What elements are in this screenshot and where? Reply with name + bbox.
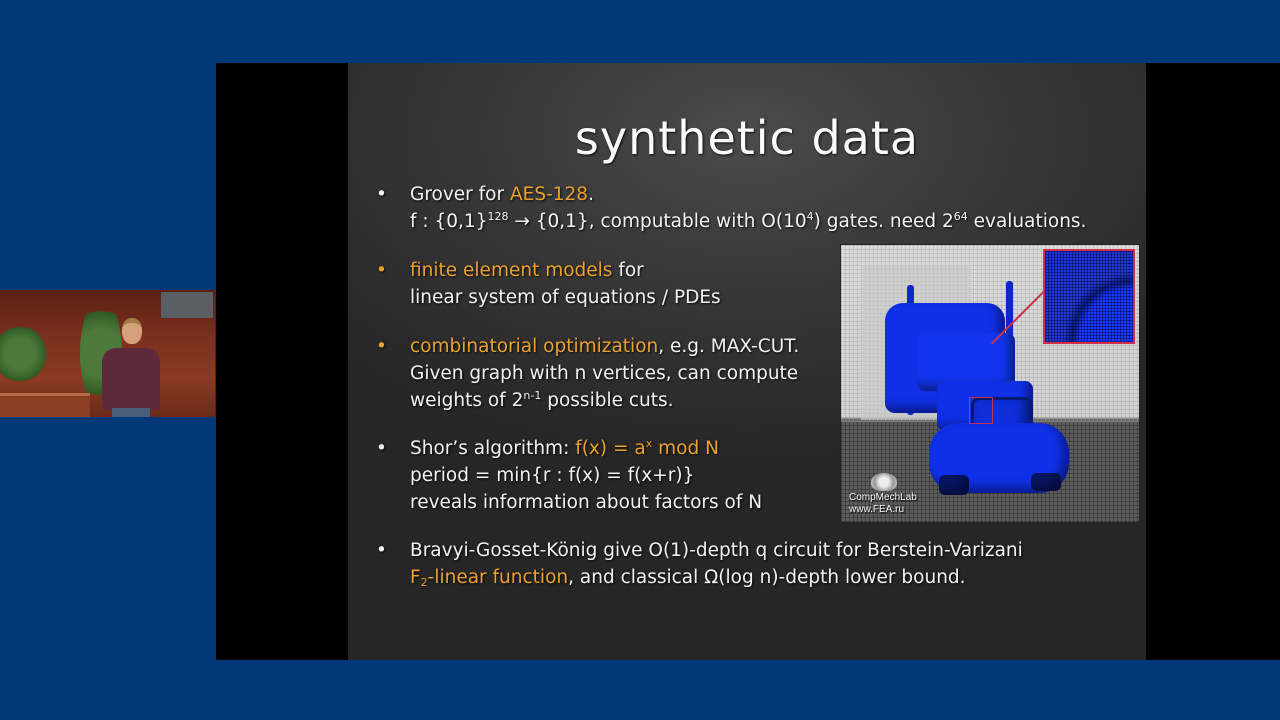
fea-watermark: CompMechLab www.FEA.ru xyxy=(849,473,917,516)
highlight-text: F2-linear function xyxy=(410,567,569,589)
bullet-line: Grover for AES-128. xyxy=(410,184,594,205)
highlight-text: AES-128 xyxy=(510,184,589,205)
bullet-line: Bravyi-Gosset-König give O(1)-depth q ci… xyxy=(410,540,1023,561)
bullet-dot-icon: • xyxy=(376,260,387,281)
presentation-slide: synthetic data • Grover for AES-128. f :… xyxy=(348,63,1146,660)
stage-screen xyxy=(161,292,213,318)
bullet-dot-icon: • xyxy=(376,336,387,357)
fea-truck-image: CompMechLab www.FEA.ru xyxy=(840,244,1140,523)
bullet-line: f : {0,1}128 → {0,1}, computable with O(… xyxy=(410,210,1087,232)
speaker-head xyxy=(122,318,142,344)
bullet-line: linear system of equations / PDEs xyxy=(410,287,721,308)
bullet-dot-icon: • xyxy=(376,184,387,205)
plant xyxy=(0,326,46,382)
truck-wheel xyxy=(1031,473,1061,491)
bullet-line: Given graph with n vertices, can compute xyxy=(410,363,799,384)
bullet-grover: • Grover for AES-128. f : {0,1}128 → {0,… xyxy=(376,181,1086,235)
speaker-legs xyxy=(112,408,150,417)
highlight-text: f(x) = ax mod N xyxy=(575,437,719,459)
compmechlab-logo-icon xyxy=(871,473,897,491)
bullet-dot-icon: • xyxy=(376,540,387,561)
highlight-text: combinatorial optimization xyxy=(410,336,659,357)
bullet-finite-element: • finite element models for linear syste… xyxy=(376,257,721,311)
bullet-dot-icon: • xyxy=(376,438,387,459)
bullet-line: Shor’s algorithm: f(x) = ax mod N xyxy=(410,437,719,459)
slide-title: synthetic data xyxy=(574,111,920,165)
truck-wheel xyxy=(939,475,969,495)
bullet-line: F2-linear function, and classical Ω(log … xyxy=(410,567,966,589)
zoom-detail-inset xyxy=(1043,249,1135,344)
bullet-line: combinatorial optimization, e.g. MAX-CUT… xyxy=(410,336,800,357)
exhaust-stack xyxy=(1006,281,1013,381)
podium-desk xyxy=(0,393,90,417)
bullet-line: finite element models for xyxy=(410,260,644,281)
speaker-camera-inset xyxy=(0,290,215,417)
speaker-body xyxy=(102,348,160,410)
bullet-line: weights of 2n-1 possible cuts. xyxy=(410,389,674,411)
zoom-source-marker xyxy=(969,397,993,424)
highlight-text: finite element models xyxy=(410,260,613,281)
bullet-combinatorial: • combinatorial optimization, e.g. MAX-C… xyxy=(376,333,799,414)
bullet-line: period = min{r : f(x) = f(x+r)} xyxy=(410,465,695,486)
bullet-line: reveals information about factors of N xyxy=(410,492,763,513)
bullet-shor: • Shor’s algorithm: f(x) = ax mod N peri… xyxy=(376,435,762,516)
bullet-bravyi: • Bravyi-Gosset-König give O(1)-depth q … xyxy=(376,537,1023,591)
